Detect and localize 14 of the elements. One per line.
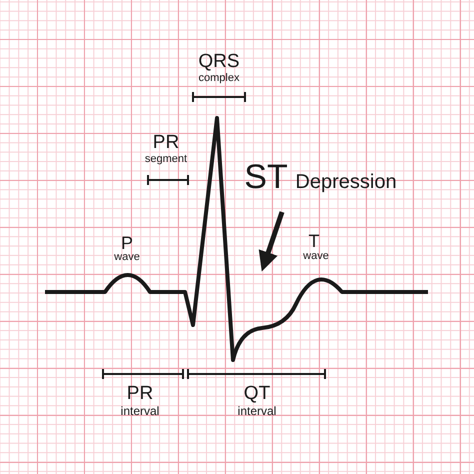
wave-sublabel: wave	[303, 251, 329, 262]
wave-name: PR	[152, 133, 180, 152]
interval-sublabel: interval	[238, 405, 276, 417]
wave-name: P	[121, 234, 133, 252]
wave-sublabel: wave	[114, 252, 140, 263]
wave-sublabel: segment	[144, 154, 188, 165]
interval-name: QT	[244, 384, 270, 403]
wave-sublabel: complex	[198, 73, 240, 84]
interval-name: PR	[126, 384, 154, 403]
wave-name: T	[308, 232, 320, 250]
annotation-label: Depression	[295, 172, 397, 192]
wave-name: QRS	[198, 52, 240, 71]
interval-sublabel: interval	[120, 405, 160, 417]
segment-name: ST	[244, 160, 288, 194]
